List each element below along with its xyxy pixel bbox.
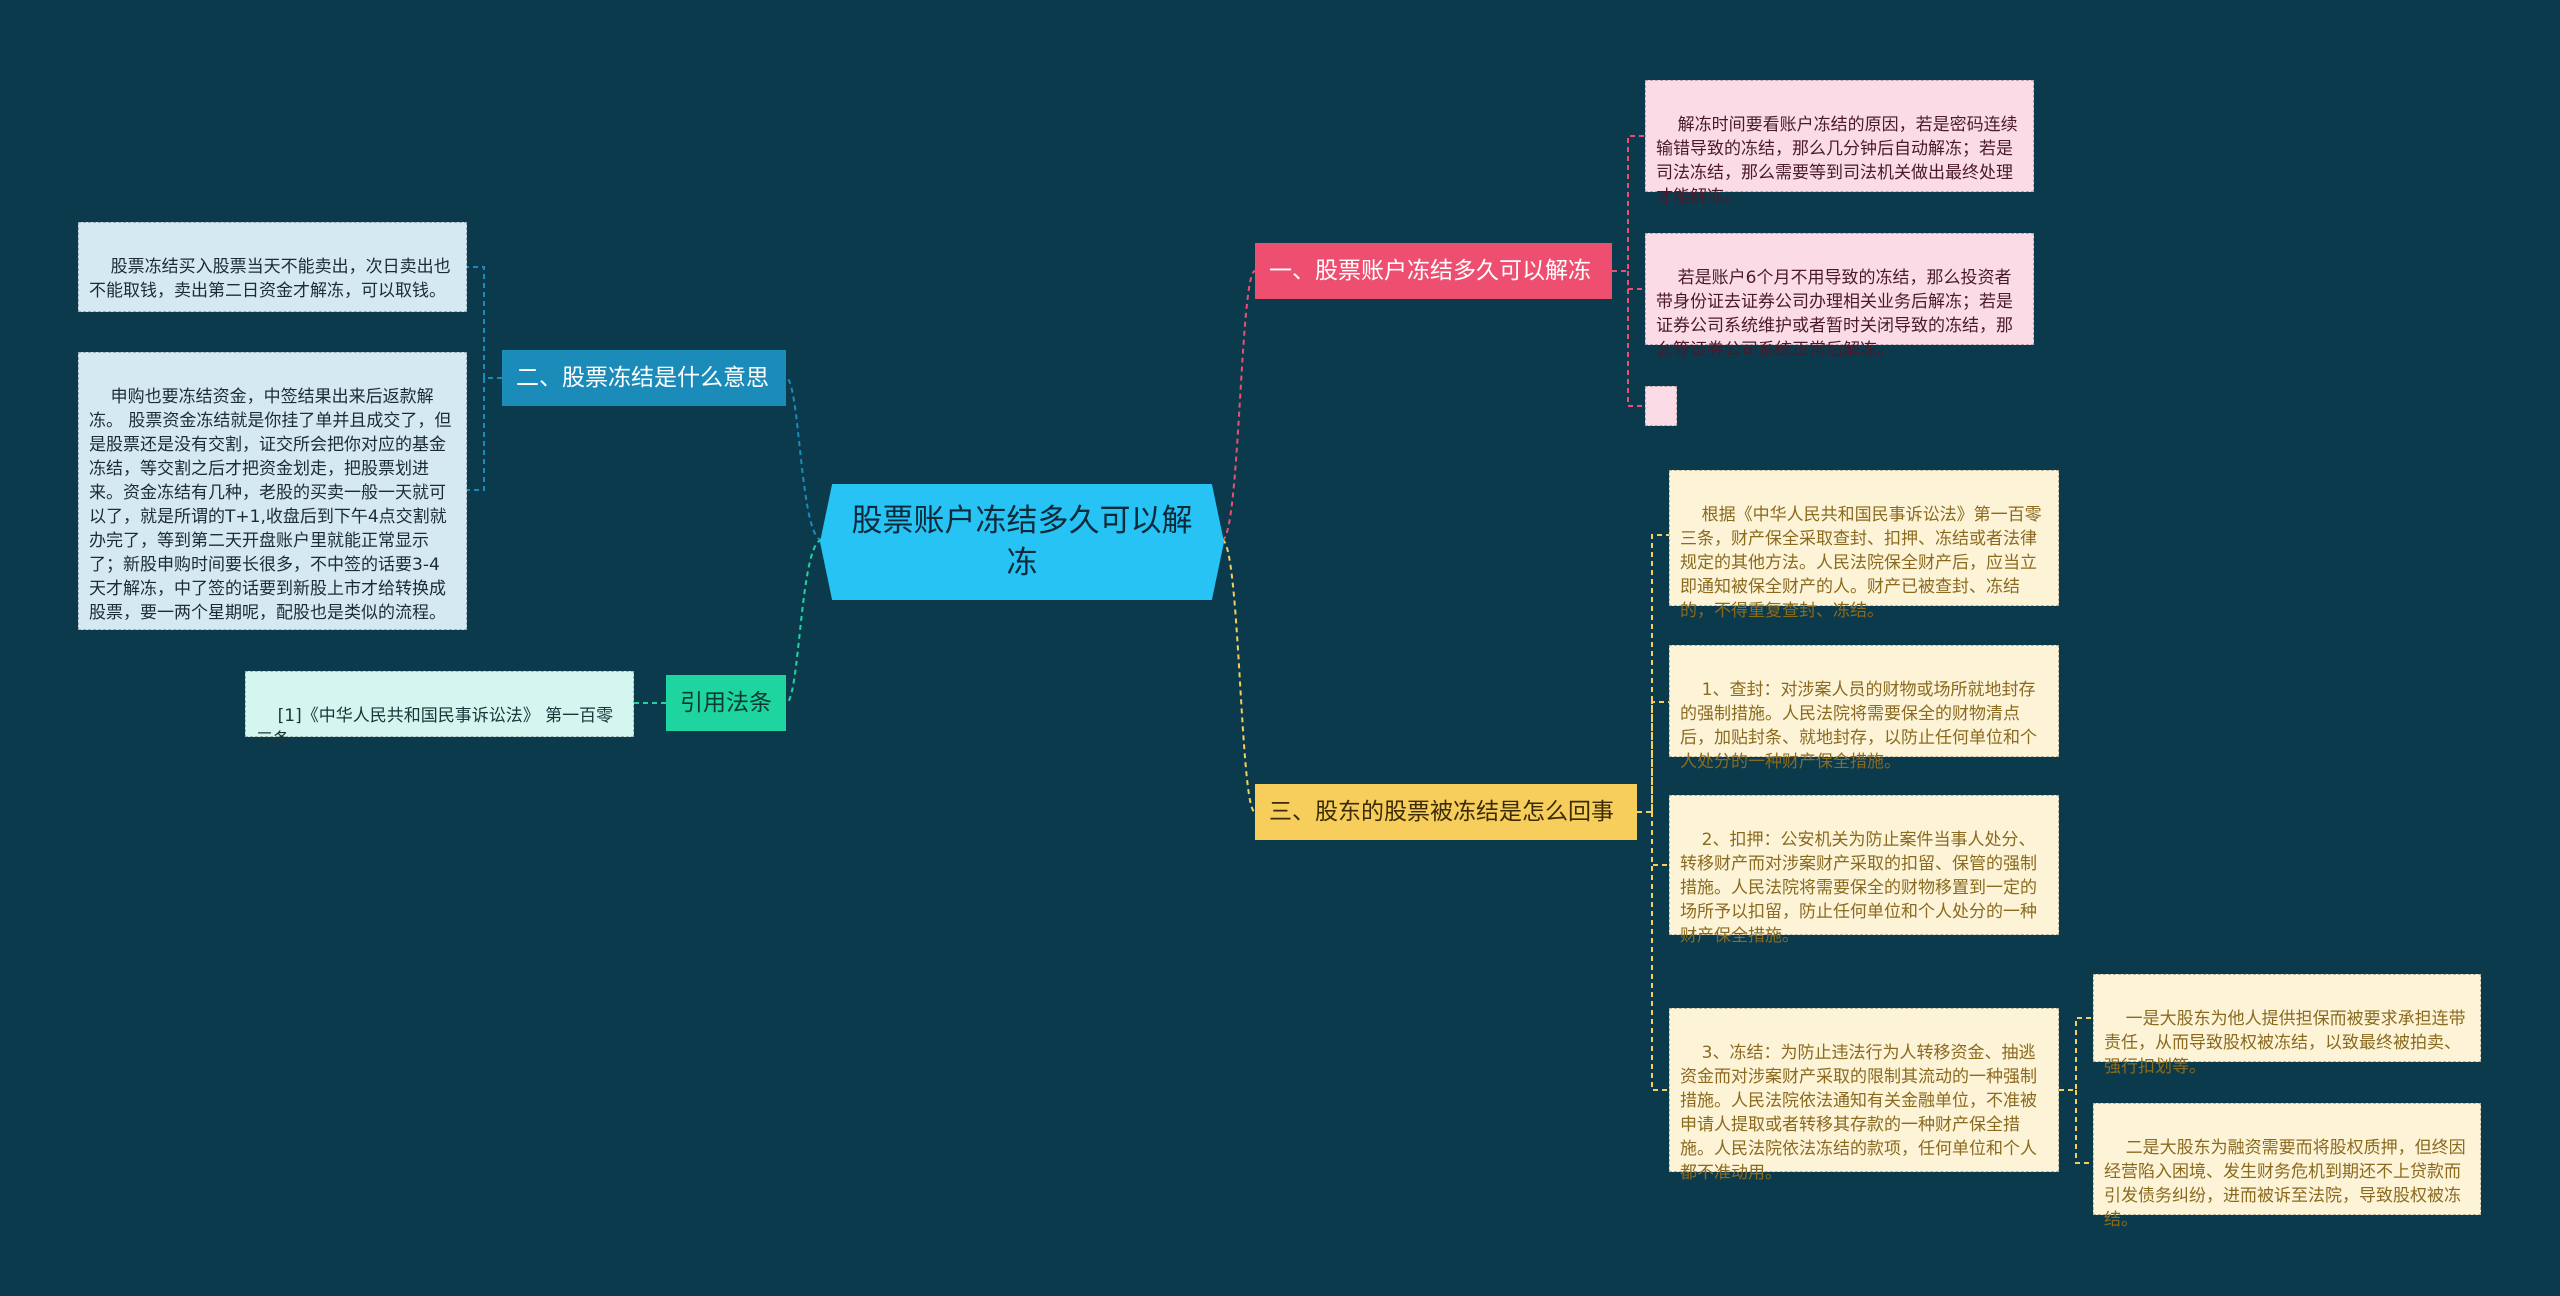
link-central-b4 xyxy=(785,539,823,704)
subleaf-shareholder-1[interactable]: 一是大股东为他人提供担保而被要求承担连带责任，从而导致股权被冻结，以致最终被拍卖… xyxy=(2093,974,2481,1077)
central-topic[interactable]: 股票账户冻结多久可以解冻 xyxy=(820,484,1224,600)
subleaf-shareholder-2[interactable]: 二是大股东为融资需要而将股权质押，但终因经营陷入困境、发生财务危机到期还不上贷款… xyxy=(2093,1103,2481,1230)
link-b1-leaf2 xyxy=(1627,271,1645,290)
leaf-freeze-duration-1[interactable]: 解冻时间要看账户冻结的原因，若是密码连续输错导致的冻结，那么几分钟后自动解冻；若… xyxy=(1645,80,2034,207)
leaf-shareholder-4[interactable]: 3、冻结：为防止违法行为人转移资金、抽逃资金而对涉案财产采取的限制其流动的一种强… xyxy=(1669,1008,2059,1183)
leaf-freeze-meaning-2[interactable]: 申购也要冻结资金，中签结果出来后返款解冻。 股票资金冻结就是你挂了单并且成交了，… xyxy=(78,352,467,630)
link-b2-leaf2 xyxy=(467,378,485,491)
link-b3-leaf4 xyxy=(1651,812,1669,1091)
branch-freeze-duration-label: 一、股票账户冻结多久可以解冻 xyxy=(1269,258,1591,284)
link-b1-leaf1 xyxy=(1612,135,1645,272)
link-b3-leaf3 xyxy=(1651,812,1669,866)
link-leaf4-sub2 xyxy=(2075,1090,2093,1164)
leaf-freeze-meaning-1[interactable]: 股票冻结买入股票当天不能卖出，次日卖出也不能取钱，卖出第二日资金才解冻，可以取钱… xyxy=(78,222,467,312)
branch-shareholder-frozen[interactable]: 三、股东的股票被冻结是怎么回事 xyxy=(1255,784,1637,840)
link-b2-leaf1 xyxy=(467,266,502,379)
branch-cited-laws-label: 引用法条 xyxy=(680,690,772,716)
link-b3-leaf2 xyxy=(1651,701,1669,812)
leaf-freeze-duration-2[interactable]: 若是账户6个月不用导致的冻结，那么投资者带身份证去证券公司办理相关业务后解冻；若… xyxy=(1645,233,2034,360)
leaf-cited-laws-1[interactable]: [1]《中华人民共和国民事诉讼法》 第一百零三条 xyxy=(245,671,634,750)
link-leaf4-sub1 xyxy=(2059,1017,2093,1091)
branch-shareholder-frozen-label: 三、股东的股票被冻结是怎么回事 xyxy=(1269,799,1614,825)
link-central-b3 xyxy=(1221,539,1256,813)
branch-freeze-meaning-label: 二、股票冻结是什么意思 xyxy=(516,365,769,391)
leaf-shareholder-1[interactable]: 根据《中华人民共和国民事诉讼法》第一百零三条，财产保全采取查封、扣押、冻结或者法… xyxy=(1669,470,2059,621)
link-b3-leaf1 xyxy=(1637,534,1669,813)
link-b1-leaf3 xyxy=(1627,271,1645,407)
link-central-b1 xyxy=(1221,270,1256,541)
leaf-shareholder-2[interactable]: 1、查封：对涉案人员的财物或场所就地封存的强制措施。人民法院将需要保全的财物清点… xyxy=(1669,645,2059,772)
branch-freeze-duration[interactable]: 一、股票账户冻结多久可以解冻 xyxy=(1255,243,1612,299)
leaf-freeze-duration-3[interactable] xyxy=(1645,386,1677,426)
link-central-b2 xyxy=(785,377,823,541)
leaf-shareholder-3[interactable]: 2、扣押：公安机关为防止案件当事人处分、转移财产而对涉案财产采取的扣留、保管的强… xyxy=(1669,795,2059,946)
branch-freeze-meaning[interactable]: 二、股票冻结是什么意思 xyxy=(502,350,786,406)
central-topic-label: 股票账户冻结多久可以解冻 xyxy=(851,503,1193,581)
branch-cited-laws[interactable]: 引用法条 xyxy=(666,675,786,731)
